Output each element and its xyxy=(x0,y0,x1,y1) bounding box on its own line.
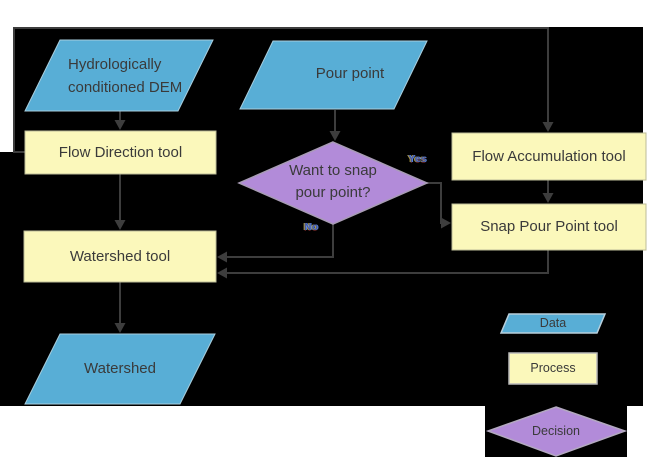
arrowhead-into-snap-pour-point-top xyxy=(542,193,554,203)
arrowhead-into-flow-direction xyxy=(114,120,126,130)
connector-decision-no-to-watershed-tool xyxy=(225,224,334,258)
node-flow-direction-shape xyxy=(24,130,217,175)
legend-decision-shape xyxy=(485,406,628,457)
arrowhead-into-watershed-tool-right-upper xyxy=(217,251,227,263)
connector-layer xyxy=(13,27,549,325)
node-pour-point-shape xyxy=(239,40,428,110)
node-decision-shape xyxy=(237,141,429,225)
node-snap-pour-point-shape xyxy=(451,203,647,251)
background-field-left xyxy=(0,152,13,406)
node-dem-shape xyxy=(24,39,214,112)
connector-snap-pour-point-to-watershed-tool xyxy=(225,250,549,274)
legend-process-shape xyxy=(508,352,598,385)
connector-flow-direction-to-flow-accumulation xyxy=(13,27,549,153)
legend-data-shape xyxy=(499,313,607,334)
arrowhead-into-flow-accumulation xyxy=(542,122,554,132)
arrowhead-into-watershed-tool-right-lower xyxy=(217,267,227,279)
node-watershed-shape xyxy=(24,333,216,405)
node-watershed-tool-shape xyxy=(23,230,217,283)
arrowhead-into-watershed xyxy=(114,323,126,333)
arrowhead-into-decision xyxy=(329,131,341,141)
arrowhead-layer xyxy=(114,120,554,333)
arrowhead-into-watershed-tool-top xyxy=(114,220,126,230)
node-flow-accumulation-shape xyxy=(451,132,647,181)
arrowhead-into-snap-pour-point-left xyxy=(441,217,451,229)
